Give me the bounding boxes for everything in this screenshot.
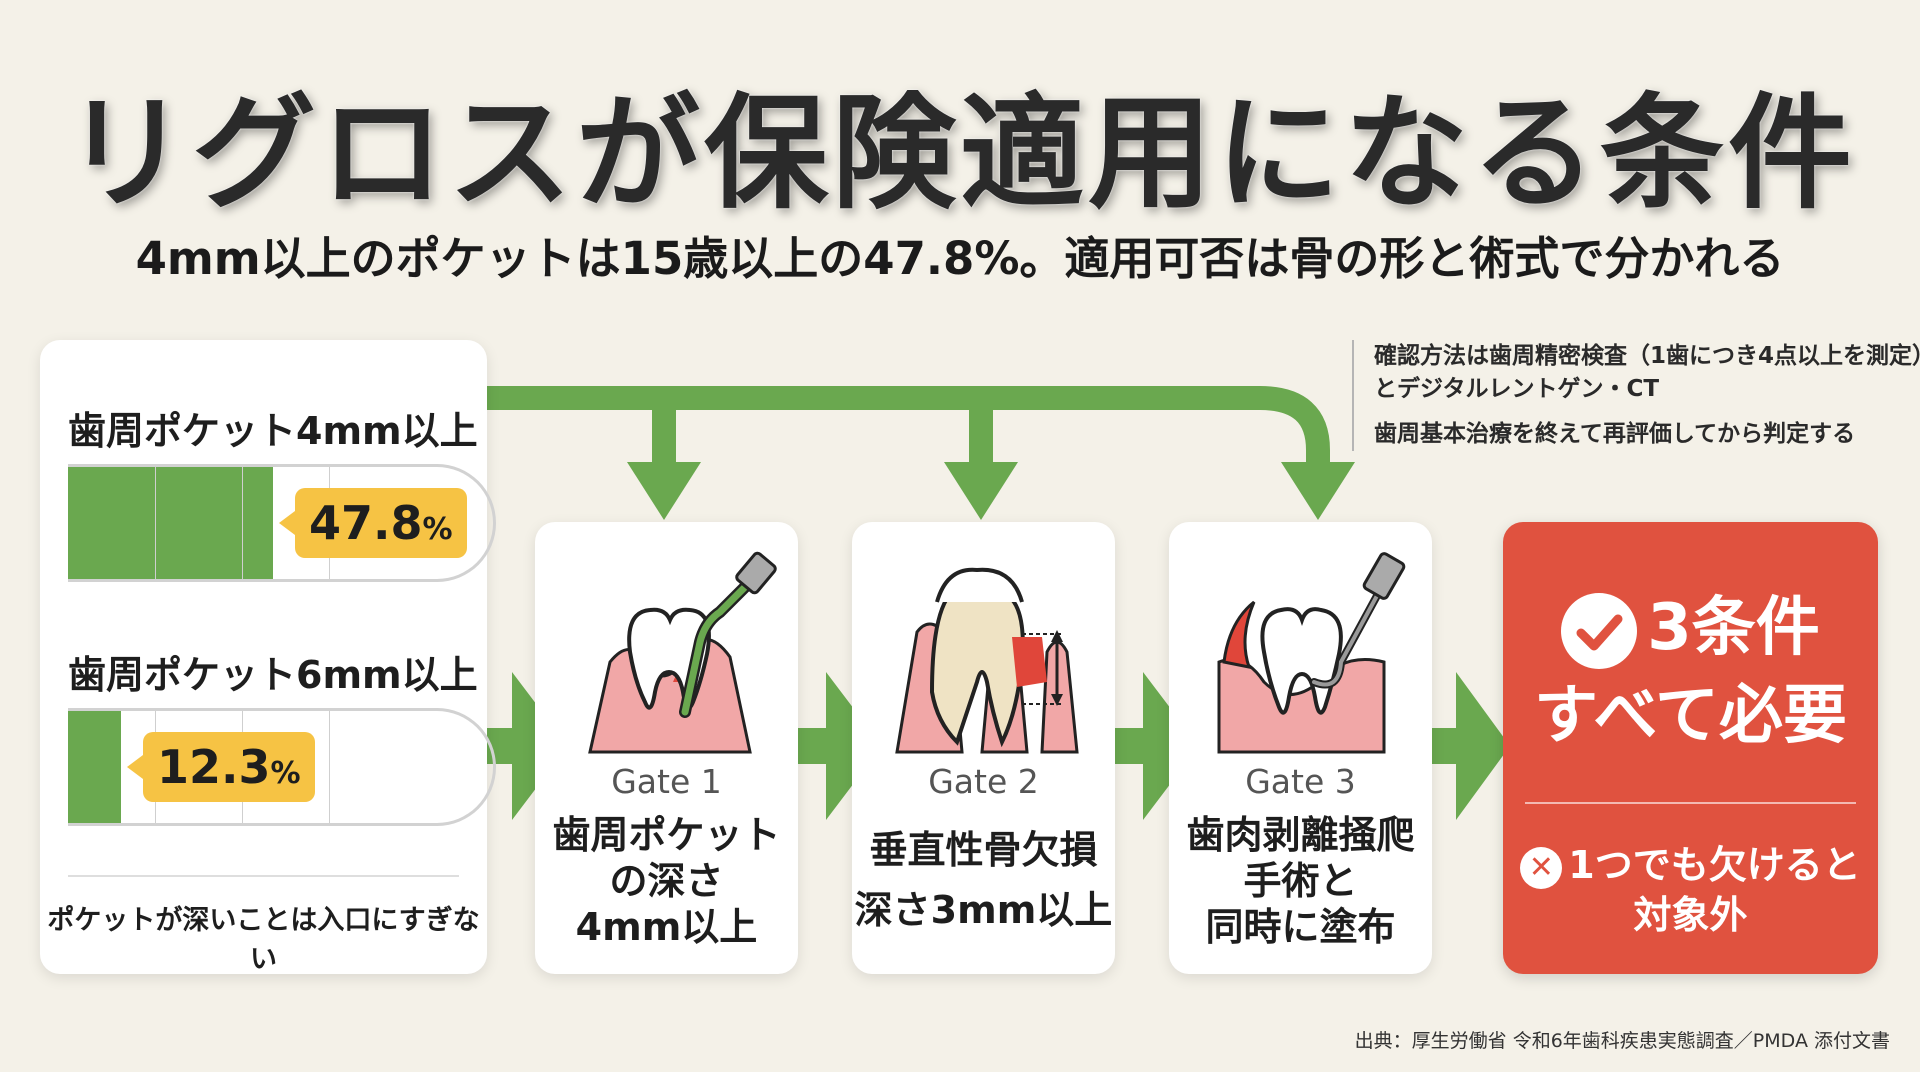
stat-badge-4mm: 47.8% [279,488,467,558]
check-circle-icon [1561,593,1638,670]
page-title: リグロスが保険適用になる条件 [63,82,1856,226]
stat-badge-6mm: 12.3% [127,732,315,802]
stat-bar-fill-4mm [68,467,273,579]
bone-defect-icon [895,567,1079,754]
stats-card: 歯周ポケット4mm以上 47.8% 歯周ポケット6mm以上 12.3% ポケット… [40,340,496,975]
result-card: 3条件 すべて必要 ✕1つでも欠けると 対象外 [1503,522,1878,974]
gate-card-1: Gate 1 歯周ポケット の深さ 4mm以上 [535,522,798,974]
x-circle-icon: ✕ [1520,846,1563,889]
gate-card-2: Gate 2 垂直性骨欠損 深さ3mm以上 [852,522,1115,974]
stats-footer: ポケットが深いことは入口にすぎない [47,905,480,975]
result-main: 3条件 すべて必要 [1534,591,1847,753]
stat-label-6mm: 歯周ポケット6mm以上 [68,653,478,697]
flap-surgery-icon [1217,552,1406,754]
down-arrow-gate1 [627,462,701,520]
gate-3-description: 歯肉剥離掻爬 手術と 同時に塗布 [1186,813,1415,949]
gate-3-label: Gate 3 [1245,762,1356,801]
top-connector-line [487,386,1330,462]
down-arrow-gate3 [1281,462,1355,520]
stat-bar-fill-6mm [68,711,121,823]
tooth-probe-icon [588,551,777,754]
method-note: 確認方法は歯周精密検査（1歯につき4点以上を測定）とデジタルレントゲン・CT 歯… [1352,340,1920,451]
right-arrow-4 [1418,672,1510,820]
stat-bar-4mm [68,464,496,582]
gate-2-label: Gate 2 [928,762,1039,801]
source-citation: 出典：厚生労働省 令和6年歯科疾患実態調査／PMDA 添付文書 [1354,1030,1890,1052]
gate-card-3: Gate 3 歯肉剥離掻爬 手術と 同時に塗布 [1169,522,1432,974]
gate-1-label: Gate 1 [611,762,722,801]
page-subtitle: 4mm以上のポケットは15歳以上の47.8%。適用可否は骨の形と術式で分かれる [135,232,1785,285]
right-arrow-1 [470,672,568,820]
method-note-line2: 歯周基本治療を終えて再評価してから判定する [1374,421,1856,447]
gate-2-description: 垂直性骨欠損 深さ3mm以上 [854,828,1113,932]
stat-label-4mm: 歯周ポケット4mm以上 [68,409,478,453]
method-note-line1: 確認方法は歯周精密検査（1歯につき4点以上を測定）とデジタルレントゲン・CT [1374,343,1920,402]
right-arrow-2 [784,672,882,820]
result-sub: ✕1つでも欠けると 対象外 [1503,840,1878,940]
right-arrow-3 [1101,672,1199,820]
gate-1-description: 歯周ポケット の深さ 4mm以上 [552,813,781,949]
down-arrow-gate2 [944,462,1018,520]
